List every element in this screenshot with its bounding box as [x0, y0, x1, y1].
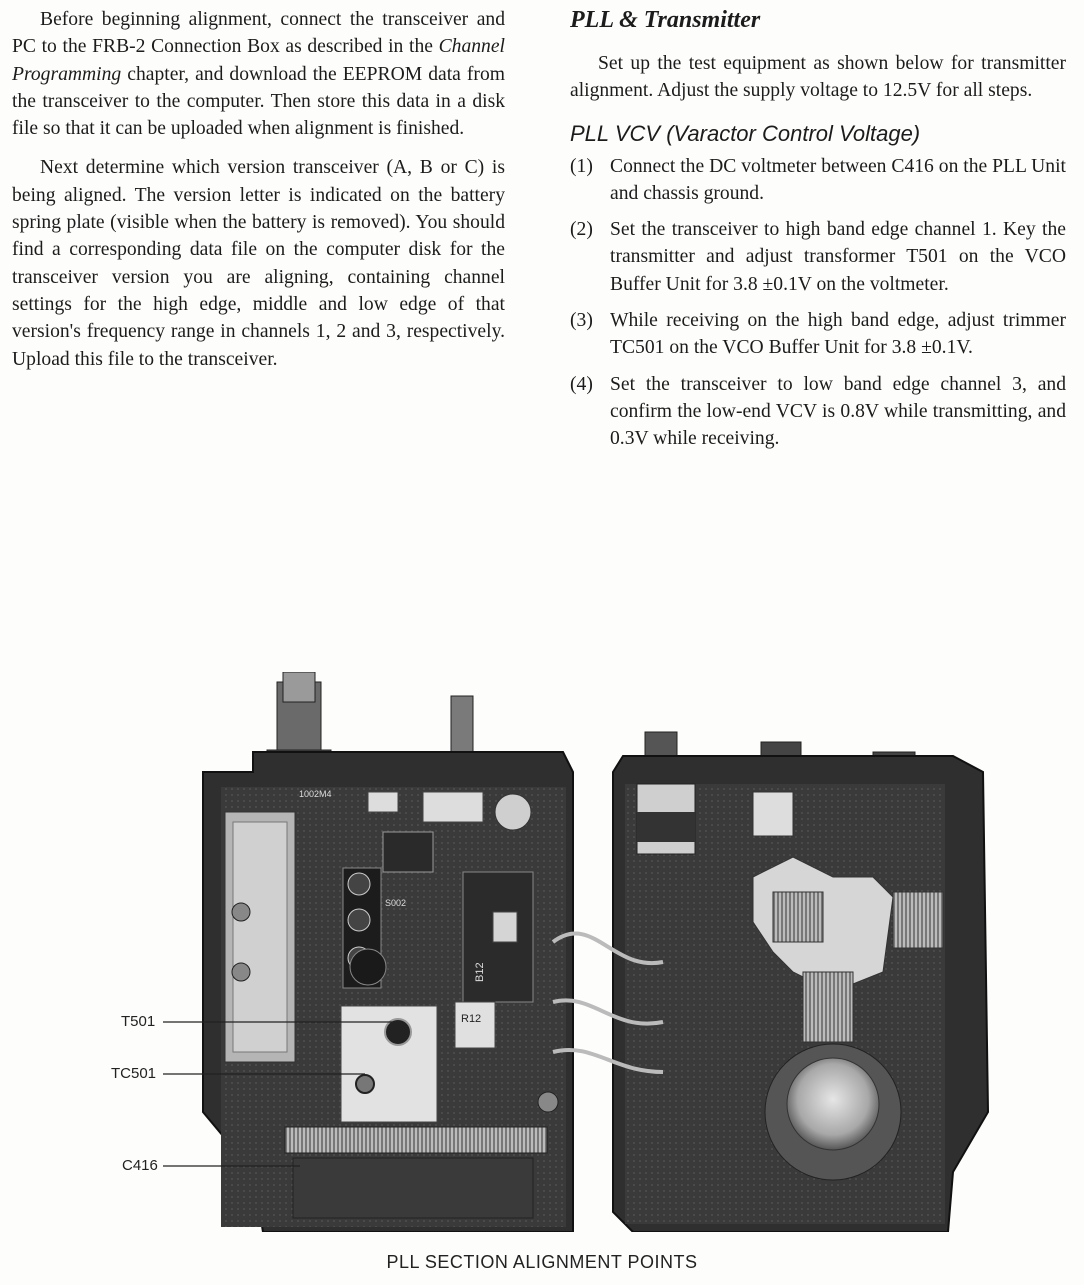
step-text: While receiving on the high band edge, a… — [610, 310, 1066, 359]
right-column: PLL & Transmitter Set up the test equipm… — [570, 6, 1066, 462]
pll-figure: 1002M4 S002 B12 R12 T501 TC501 C416 — [0, 660, 1084, 1285]
step-list: (1) Connect the DC voltmeter between C416… — [570, 153, 1066, 453]
section-heading: PLL & Transmitter — [570, 7, 761, 33]
section-intro: Set up the test equipment as shown below… — [570, 53, 1066, 102]
step-number: (3) — [570, 310, 593, 332]
chapter-reference: Channel Programming — [12, 36, 505, 85]
paragraph-text: Before beginning alignment, connect the … — [12, 9, 505, 58]
version-paragraph: Next determine which version transceiver… — [12, 157, 505, 370]
callout-lines — [163, 1021, 397, 1167]
step-number: (4) — [570, 373, 593, 395]
t501-callout: T501 — [121, 1013, 156, 1030]
c416-callout: C416 — [122, 1157, 158, 1174]
board-marking: S002 — [385, 898, 406, 908]
figure-caption: PLL SECTION ALIGNMENT POINTS — [386, 1252, 698, 1272]
step-text: Set the transceiver to high band edge ch… — [610, 219, 1066, 295]
step-item: (2) Set the transceiver to high band edge… — [570, 216, 1066, 298]
step-item: (3) While receiving on the high band edge… — [570, 307, 1066, 362]
transceiver-photo: 1002M4 S002 B12 R12 — [202, 672, 990, 1232]
paragraph-text: chapter, and download the EEPROM data fr… — [12, 63, 505, 140]
left-column: Before beginning alignment, connect the … — [12, 6, 505, 373]
subsection-heading: PLL VCV (Varactor Control Voltage) — [570, 120, 921, 146]
step-number: (1) — [570, 155, 593, 177]
intro-paragraph: Before beginning alignment, connect the … — [12, 6, 505, 142]
step-item: (4) Set the transceiver to low band edge … — [570, 371, 1066, 453]
tc501-callout: TC501 — [111, 1065, 157, 1082]
board-marking: B12 — [474, 962, 486, 982]
board-marking: 1002M4 — [299, 789, 332, 799]
step-text: Set the transceiver to low band edge cha… — [610, 373, 1066, 450]
step-text: Connect the DC voltmeter between C416 on… — [610, 155, 1066, 204]
step-number: (2) — [570, 219, 593, 241]
board-marking: R12 — [461, 1013, 481, 1025]
step-item: (1) Connect the DC voltmeter between C416… — [570, 153, 1066, 208]
